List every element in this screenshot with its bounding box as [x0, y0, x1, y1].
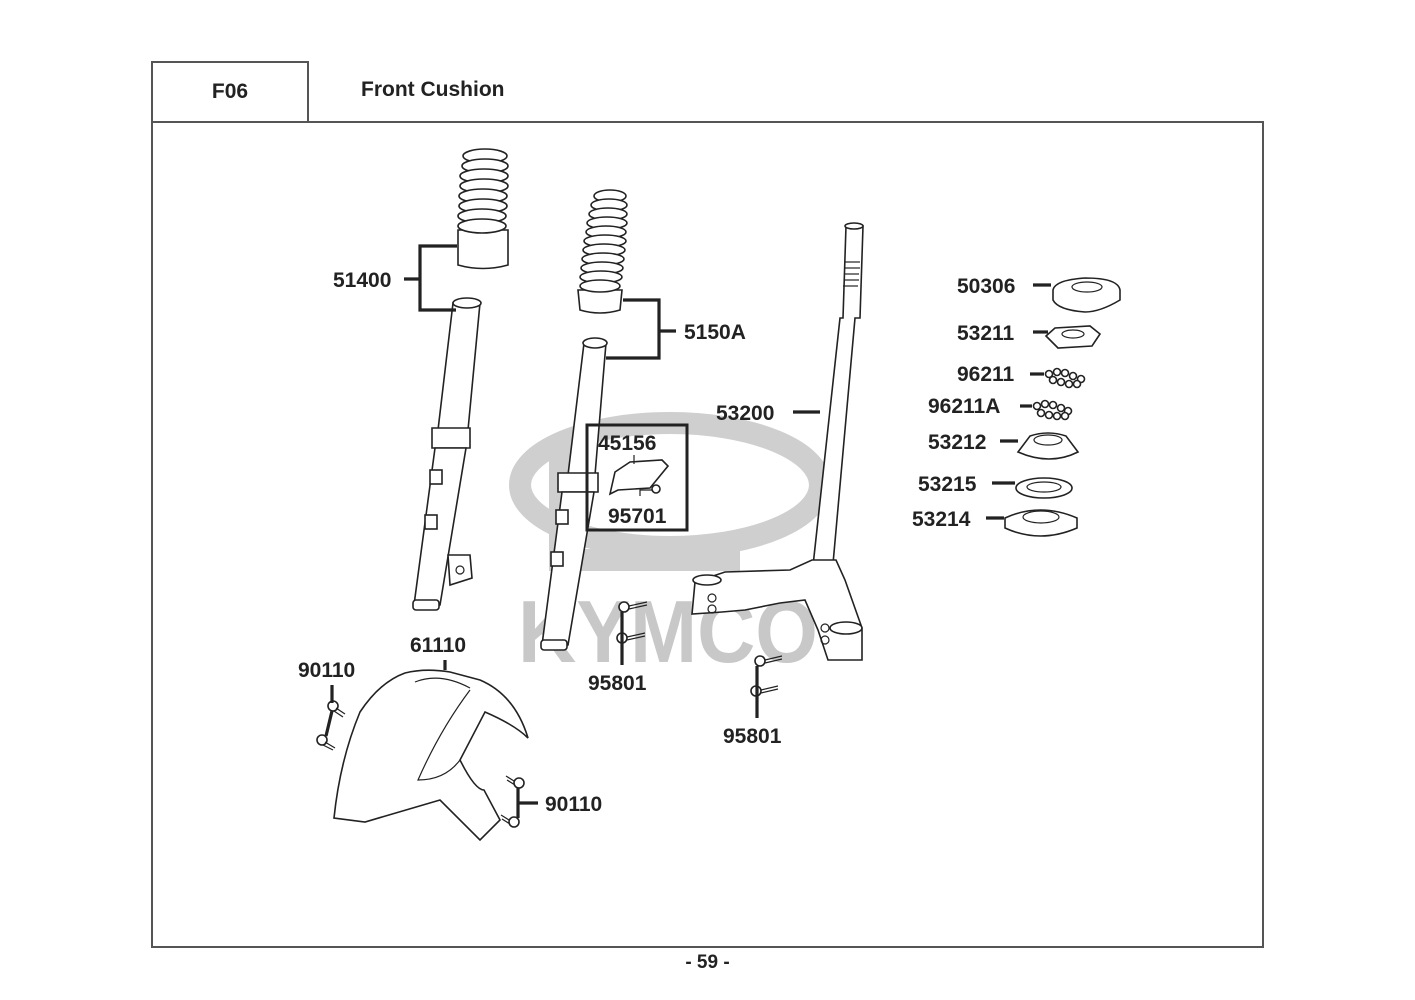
left-fork-boot	[457, 148, 509, 270]
label-50306: 50306	[957, 275, 1015, 298]
label-95701: 95701	[608, 505, 667, 528]
left-fork-tube	[412, 297, 482, 611]
leader-90110-right	[516, 788, 538, 818]
page-number: - 59 -	[685, 952, 730, 973]
right-fork-assembly: 5150A	[540, 189, 746, 651]
label-61110: 61110	[410, 634, 466, 657]
label-53215: 53215	[918, 473, 977, 496]
bottom-cone-race-53214: 53214	[912, 508, 1078, 537]
fork-bolts-left: 95801	[588, 601, 648, 695]
right-fork-boot	[577, 189, 628, 314]
label-53212: 53212	[928, 431, 986, 454]
section-code: F06	[211, 80, 249, 103]
steering-stem-assembly: 53200	[691, 222, 864, 661]
lock-nut-53211: 53211	[957, 322, 1102, 349]
steering-stem-shaft	[811, 225, 864, 576]
label-95801-right: 95801	[723, 725, 782, 748]
leader-90110-left	[324, 685, 334, 737]
bracket-bolt-part	[639, 489, 652, 496]
label-96211A: 96211A	[928, 395, 1000, 418]
bracket-callout-box: 45156 95701	[585, 423, 689, 532]
label-51400: 51400	[333, 269, 391, 292]
left-fork-assembly: 51400	[333, 148, 509, 611]
label-95801-left: 95801	[588, 672, 647, 695]
right-fork-tube	[540, 337, 608, 651]
steel-balls-96211A: 96211A	[928, 395, 1073, 421]
watermark-ellipse	[509, 412, 831, 558]
label-5150A: 5150A	[684, 321, 746, 344]
top-cone-race-53212: 53212	[928, 431, 1080, 460]
front-fender	[333, 669, 529, 842]
fender-screws-left: 90110	[298, 659, 355, 751]
front-fender-assembly: 61110	[333, 634, 529, 842]
label-90110-right: 90110	[545, 793, 602, 816]
section-title: Front Cushion	[361, 78, 505, 101]
fender-screws-right: 90110	[500, 775, 602, 828]
leader-5150A	[606, 298, 676, 360]
section-code-cell: F06	[151, 61, 309, 121]
label-45156: 45156	[598, 432, 656, 455]
label-53211: 53211	[957, 322, 1015, 345]
label-53214: 53214	[912, 508, 971, 531]
steel-balls-96211: 96211	[957, 363, 1086, 389]
fork-bolts-right: 95801	[723, 655, 783, 748]
label-96211: 96211	[957, 363, 1015, 386]
steering-nut-50306: 50306	[957, 275, 1121, 313]
bracket-part	[608, 459, 670, 496]
steering-bearing-stack: 50306 53211 96211 96211A	[912, 275, 1121, 537]
leader-51400	[404, 244, 457, 312]
steering-stem-yoke	[691, 559, 863, 661]
diagram-frame	[151, 121, 1264, 948]
label-53200: 53200	[716, 402, 774, 425]
label-90110-left: 90110	[298, 659, 355, 682]
dust-seal-53215: 53215	[918, 473, 1073, 499]
